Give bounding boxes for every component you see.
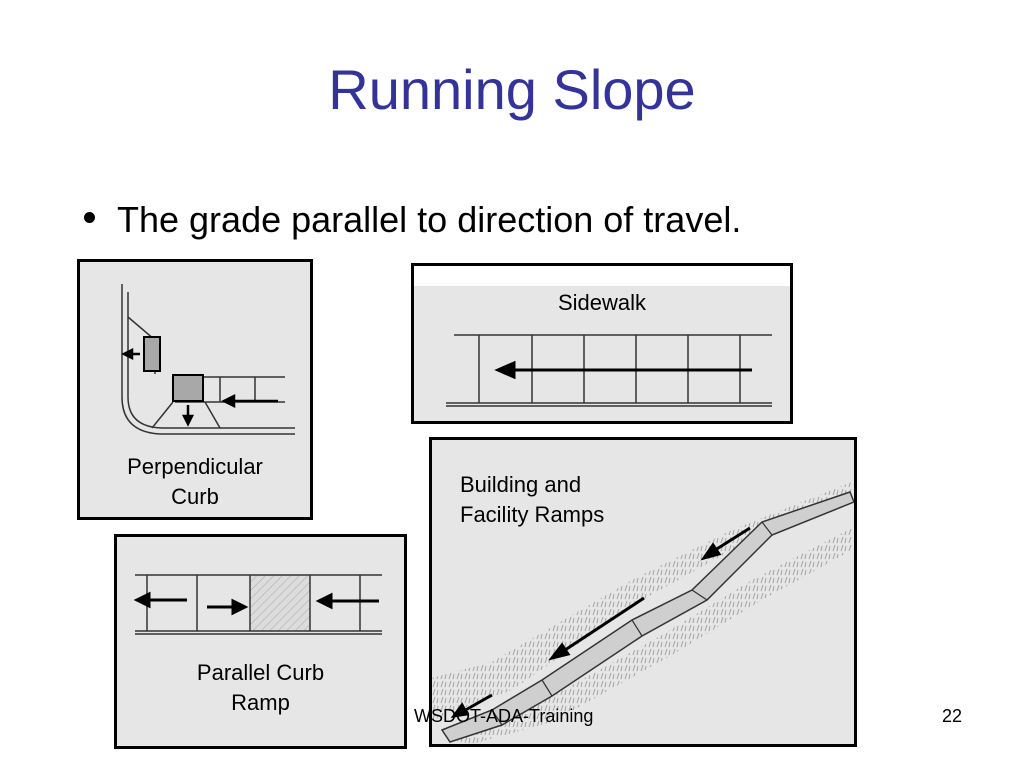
- caption-line: Ramp: [231, 690, 290, 715]
- perpendicular-curb-panel: Perpendicular Curb: [77, 259, 313, 520]
- panel-header-strip: [414, 266, 790, 286]
- parallel-curb-diagram: [133, 574, 382, 635]
- caption-line: Facility Ramps: [460, 502, 605, 527]
- building-ramps-diagram: [432, 482, 854, 744]
- bullet-dot-icon: [84, 212, 95, 223]
- parallel-curb-panel: Parallel Curb Ramp: [114, 534, 407, 749]
- perpendicular-curb-diagram: [121, 284, 295, 435]
- bullet-item: The grade parallel to direction of trave…: [84, 200, 741, 240]
- perpendicular-curb-caption: Perpendicular Curb: [80, 452, 310, 512]
- slide-title: Running Slope: [328, 58, 696, 121]
- footer-text: WSDOT-ADA-Training: [414, 706, 594, 726]
- parallel-curb-caption: Parallel Curb Ramp: [117, 658, 404, 718]
- page-number: 22: [941, 706, 962, 726]
- caption-line: Building and: [460, 472, 582, 497]
- sidewalk-diagram: [446, 334, 772, 407]
- caption-line: Perpendicular: [127, 454, 263, 479]
- bullet-text: The grade parallel to direction of trave…: [117, 199, 742, 240]
- sidewalk-panel: Sidewalk: [411, 263, 793, 424]
- building-ramps-caption: Building and Facility Ramps: [460, 470, 604, 530]
- caption-line: Curb: [171, 484, 219, 509]
- sidewalk-caption: Sidewalk: [557, 290, 647, 315]
- caption-line: Parallel Curb: [196, 660, 325, 685]
- building-ramps-panel: Building and Facility Ramps: [429, 437, 857, 747]
